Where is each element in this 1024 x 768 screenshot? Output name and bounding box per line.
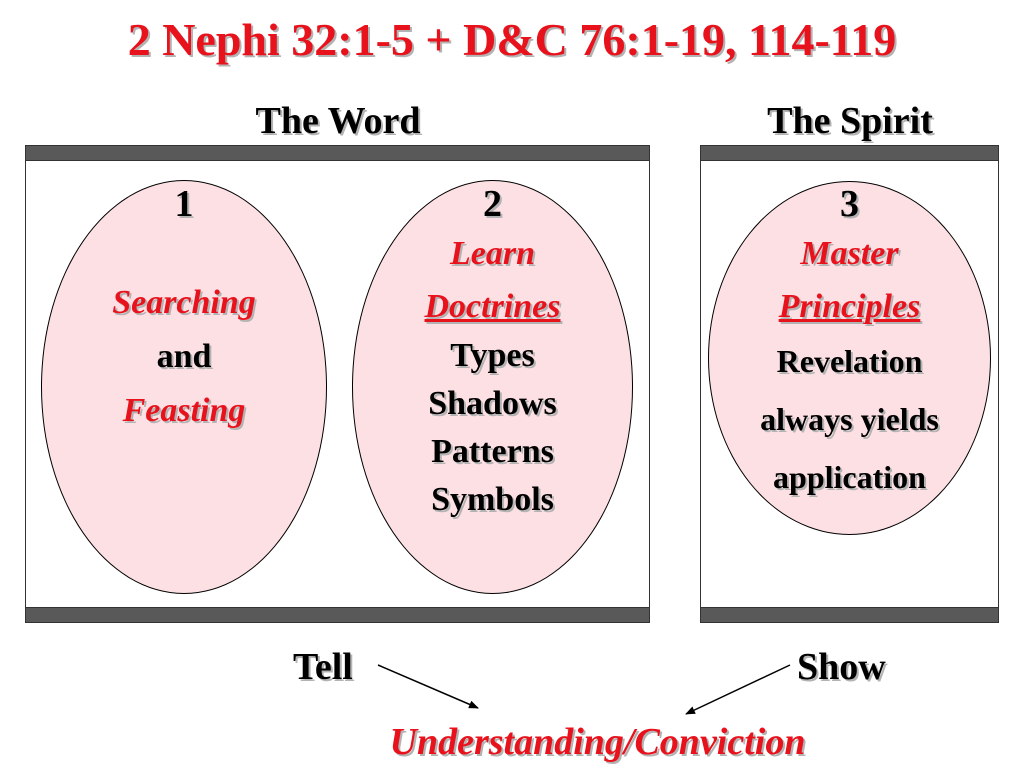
label-show: Show	[797, 646, 886, 688]
oval-2-text: 2 Learn Doctrines Types Shadows Patterns…	[352, 184, 633, 524]
oval-principles	[708, 181, 991, 535]
oval-searching	[41, 180, 327, 594]
word-frame-bottom-bar	[25, 607, 650, 623]
oval-1-text: 1 Searching and Feasting	[41, 184, 327, 438]
oval-2-number: 2	[483, 183, 502, 225]
oval-3-revelation: Revelation	[776, 343, 923, 379]
oval-1-and: and	[156, 338, 212, 375]
oval-3-principles: Principles	[778, 288, 921, 325]
oval-3-number: 3	[840, 183, 859, 225]
oval-1-searching: Searching	[112, 284, 256, 321]
oval-3-always-yields: always yields	[760, 401, 939, 437]
oval-2-learn: Learn	[450, 235, 535, 272]
oval-2-patterns: Patterns	[431, 433, 554, 470]
word-frame-top-bar	[25, 145, 650, 161]
oval-2-symbols: Symbols	[431, 481, 554, 518]
oval-1-number: 1	[174, 183, 194, 225]
conclusion-label: Understanding/Conviction	[389, 721, 806, 763]
oval-3-master: Master	[800, 235, 899, 272]
oval-2-shadows: Shadows	[428, 385, 557, 422]
oval-3-text: 3 Master Principles Revelation always yi…	[708, 184, 991, 506]
heading-the-word: The Word	[255, 100, 421, 142]
slide-title: 2 Nephi 32:1-5 + D&C 76:1-19, 114-119	[127, 14, 897, 65]
spirit-frame-bottom-bar	[700, 607, 999, 623]
label-tell: Tell	[293, 646, 353, 688]
oval-2-types: Types	[450, 337, 535, 374]
oval-3-application: application	[773, 459, 926, 495]
spirit-frame-top-bar	[700, 145, 999, 161]
arrow-show	[685, 664, 791, 715]
oval-doctrines	[352, 180, 633, 594]
heading-the-spirit: The Spirit	[767, 100, 933, 142]
oval-1-feasting: Feasting	[122, 392, 246, 429]
arrow-tell	[377, 664, 479, 709]
oval-2-doctrines: Doctrines	[424, 288, 561, 325]
